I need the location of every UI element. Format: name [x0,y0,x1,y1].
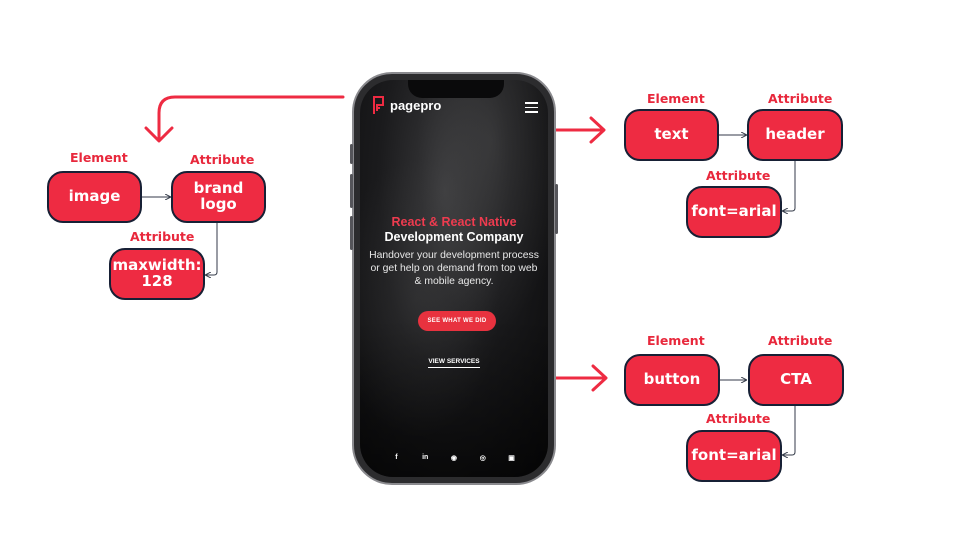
text-element-box: text [624,109,719,161]
header-attribute-box: header [747,109,843,161]
see-what-we-did-button[interactable]: SEE WHAT WE DID [418,311,496,331]
brand-name[interactable]: pagepro [390,98,442,113]
linkedin-icon[interactable]: in [422,454,429,461]
maxwidth-attribute-box: maxwidth: 128 [109,248,205,300]
hero-description: Handover your development process or get… [369,250,539,287]
button-element-box: button [624,354,720,406]
font-attribute-box-top: font=arial [686,186,782,238]
arrowhead-logo [144,126,174,143]
view-services-link-wrap: VIEW SERVICES [360,358,548,368]
social-icons-bar: f in ◉ ◎ ▣ [360,453,548,465]
phone-notch [408,80,504,98]
font-attribute-box-bottom: font=arial [686,430,782,482]
bottom-right-attribute-label: Attribute [768,333,833,348]
left-attribute-label: Attribute [190,152,255,167]
top-right-element-label: Element [647,91,705,106]
phone-screen: pagepro React & React Native Development… [360,80,548,477]
top-right-attribute2-label: Attribute [706,168,771,183]
image-element-box: image [47,171,142,223]
bottom-right-attribute2-label: Attribute [706,411,771,426]
hero-heading-white: Development Company [384,230,524,244]
bottom-right-element-label: Element [647,333,705,348]
gitlab-icon[interactable]: ▣ [508,454,515,462]
arrowhead-header [589,116,606,144]
left-element-label: Element [70,150,128,165]
phone-mute-switch [350,144,353,164]
github-icon[interactable]: ◉ [450,454,458,462]
instagram-icon[interactable]: ◎ [479,454,486,462]
hero-heading-red: React & React Native [391,215,517,229]
arrowhead-button [591,364,608,392]
hamburger-menu-icon[interactable] [525,102,538,116]
link-cta-font [783,405,796,455]
hero-background [360,80,548,477]
arrow-logo-to-image [157,95,345,142]
phone-mockup: pagepro React & React Native Development… [350,72,558,485]
phone-volume-up [350,174,353,208]
brand-logo-attribute-box: brand logo [171,171,266,223]
view-services-link[interactable]: VIEW SERVICES [428,358,480,368]
top-right-attribute-label: Attribute [768,91,833,106]
facebook-icon[interactable]: f [395,454,398,461]
link-header-font [783,160,796,211]
link-brandlogo-maxwidth [206,222,218,275]
left-attribute2-label: Attribute [130,229,195,244]
phone-power-button [555,184,558,234]
cta-attribute-box: CTA [748,354,844,406]
phone-volume-down [350,216,353,250]
pagepro-logo-icon[interactable] [372,95,386,115]
